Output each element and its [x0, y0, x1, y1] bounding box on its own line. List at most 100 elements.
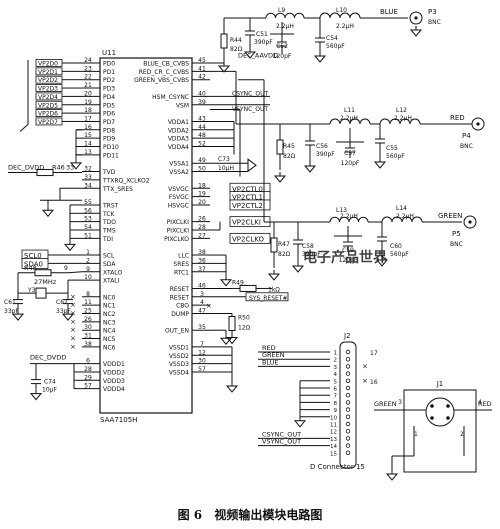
r49-ref: R49 — [232, 279, 244, 286]
j2-pin — [345, 385, 351, 391]
c54-ref: C54 — [326, 35, 338, 42]
bus-label-vp2d: VP2D0 — [38, 61, 58, 68]
ic-pin-number: 30 — [84, 324, 92, 331]
ic-pin-number: 2 — [86, 257, 90, 264]
j2-pin — [345, 407, 351, 412]
ic-pin-name: HSM_CSYNC — [152, 94, 189, 101]
ic-pin-number: 54 — [84, 224, 92, 231]
l10-ref: L10 — [336, 7, 347, 14]
net-csync-out: CSYNC_OUT — [232, 90, 268, 97]
bus-label-vp2d: VP2D3 — [38, 86, 58, 93]
c55-ref: C55 — [386, 145, 398, 152]
ic-pin-number: 6 — [86, 358, 90, 365]
net-flag-vp2clko — [229, 232, 271, 244]
l10-value: 2.2μH — [336, 23, 354, 30]
r49-value: 1kΩ — [268, 286, 280, 293]
c61-ref: C61 — [4, 299, 16, 306]
no-connect-mark: × — [70, 335, 76, 343]
net-sys-reset: SYS_RESET# — [249, 295, 288, 302]
ground-symbol — [373, 161, 387, 169]
ground-symbol — [11, 313, 25, 321]
j1-pin-number: 3 — [398, 399, 402, 406]
c60-ref: C60 — [390, 243, 402, 250]
j2-net-red: RED — [262, 344, 276, 352]
ground-symbol — [225, 385, 239, 393]
caption-text: 视频输出模块电路图 — [214, 508, 323, 522]
ic-pin-name: VDDD4 — [103, 386, 125, 393]
ground-symbol — [69, 162, 83, 170]
r46-ref: R46 — [52, 164, 65, 172]
ic-pin-name: VDDA1 — [168, 119, 189, 126]
ic-pin-number: 27 — [198, 232, 206, 239]
ic-pin-number: 9 — [86, 266, 90, 273]
c60-value: 560pF — [390, 251, 409, 258]
bnc-p4-pin — [476, 122, 480, 126]
j2-pin — [345, 393, 351, 398]
j2-pin — [345, 421, 351, 427]
ic-pin-name: DUMP — [171, 311, 189, 318]
p5-type: BNC — [450, 241, 463, 248]
ic-pin-number: 50 — [198, 166, 206, 173]
ic-pin-number: 12 — [198, 349, 206, 356]
wire-ttx — [59, 187, 82, 201]
j2-pin — [345, 371, 351, 376]
ic-pin-number: 19 — [84, 99, 92, 106]
ic-pin-name: PD2 — [103, 77, 115, 84]
ground-symbol — [385, 473, 399, 481]
bus-bar — [19, 124, 29, 132]
c61-value: 33pF — [4, 308, 19, 315]
ic-pin-name: HSVGC — [168, 202, 189, 209]
ic-pin-name: TCK — [102, 211, 116, 218]
resistor-r50 — [228, 316, 236, 331]
bus-label-vp2d: VP2D5 — [38, 102, 58, 109]
ic-pin-number: 28 — [84, 366, 92, 373]
c58-ref: C58 — [302, 243, 314, 250]
c74-value: 10μF — [42, 387, 57, 394]
r50-ref: R50 — [238, 315, 250, 322]
no-connect-mark: × — [362, 362, 368, 370]
net-flag-vp2clko-text: VP2CLKO — [232, 235, 264, 243]
ic-pin-name: VSSD4 — [169, 369, 189, 376]
ic-pin-name: TTX_SRES — [102, 186, 133, 193]
j1-net-red: RED — [478, 400, 492, 408]
j2-pin-number: 4 — [334, 372, 338, 378]
ic-pin-name: TVD — [102, 169, 116, 176]
c56-ref: C56 — [316, 143, 328, 150]
ic-pin-number: 56 — [84, 207, 92, 214]
resistor-r47 — [270, 237, 278, 253]
ic-pin-name: SCL — [103, 253, 115, 260]
j2-pin — [345, 349, 351, 355]
net-flag-vp2ctl1-text: VP2CTL1 — [232, 194, 263, 202]
r47-ref: R47 — [278, 241, 290, 248]
bnc-p3-pin — [414, 16, 418, 20]
ic-pin-name: TRST — [102, 202, 119, 209]
r48-ref: R48 — [24, 264, 37, 272]
ground-symbol — [293, 420, 307, 428]
ic-pin-number: 48 — [198, 132, 206, 139]
j2-pin — [345, 364, 351, 369]
label: 9 — [64, 265, 68, 272]
ic-pin-number: 24 — [84, 57, 92, 64]
ic-pin-name: PD1 — [103, 69, 115, 76]
j2-pin-number: 5 — [334, 379, 338, 385]
ic-pin-number: 40 — [198, 90, 206, 97]
inductor-l11 — [329, 118, 371, 125]
r46-resistor — [36, 169, 54, 177]
ground-symbol — [63, 243, 77, 252]
j2-net-csync: CSYNC_OUT — [262, 430, 301, 438]
ic-pin-name: NC1 — [103, 303, 116, 310]
ic-pin-name: PIXCLKI — [167, 219, 190, 226]
ic-pin-number: 31 — [84, 333, 92, 340]
c74-ref: C74 — [44, 379, 56, 386]
c52-value: 120pF — [273, 53, 292, 60]
c56-value: 390pF — [316, 151, 335, 158]
j2-net-vsync: VSYNC_OUT — [262, 438, 301, 446]
r50-value: 12Ω — [238, 325, 251, 332]
j1-net-green: GREEN — [374, 400, 397, 408]
r44-ref: R44 — [230, 37, 242, 44]
ic-pin-name: VDDA4 — [168, 144, 189, 151]
bus-label-vp2d: VP2D4 — [38, 94, 58, 101]
ground-symbol — [313, 55, 327, 63]
ic-pin-name: VSSD1 — [169, 344, 189, 351]
ic-pin-number: 26 — [198, 216, 206, 223]
